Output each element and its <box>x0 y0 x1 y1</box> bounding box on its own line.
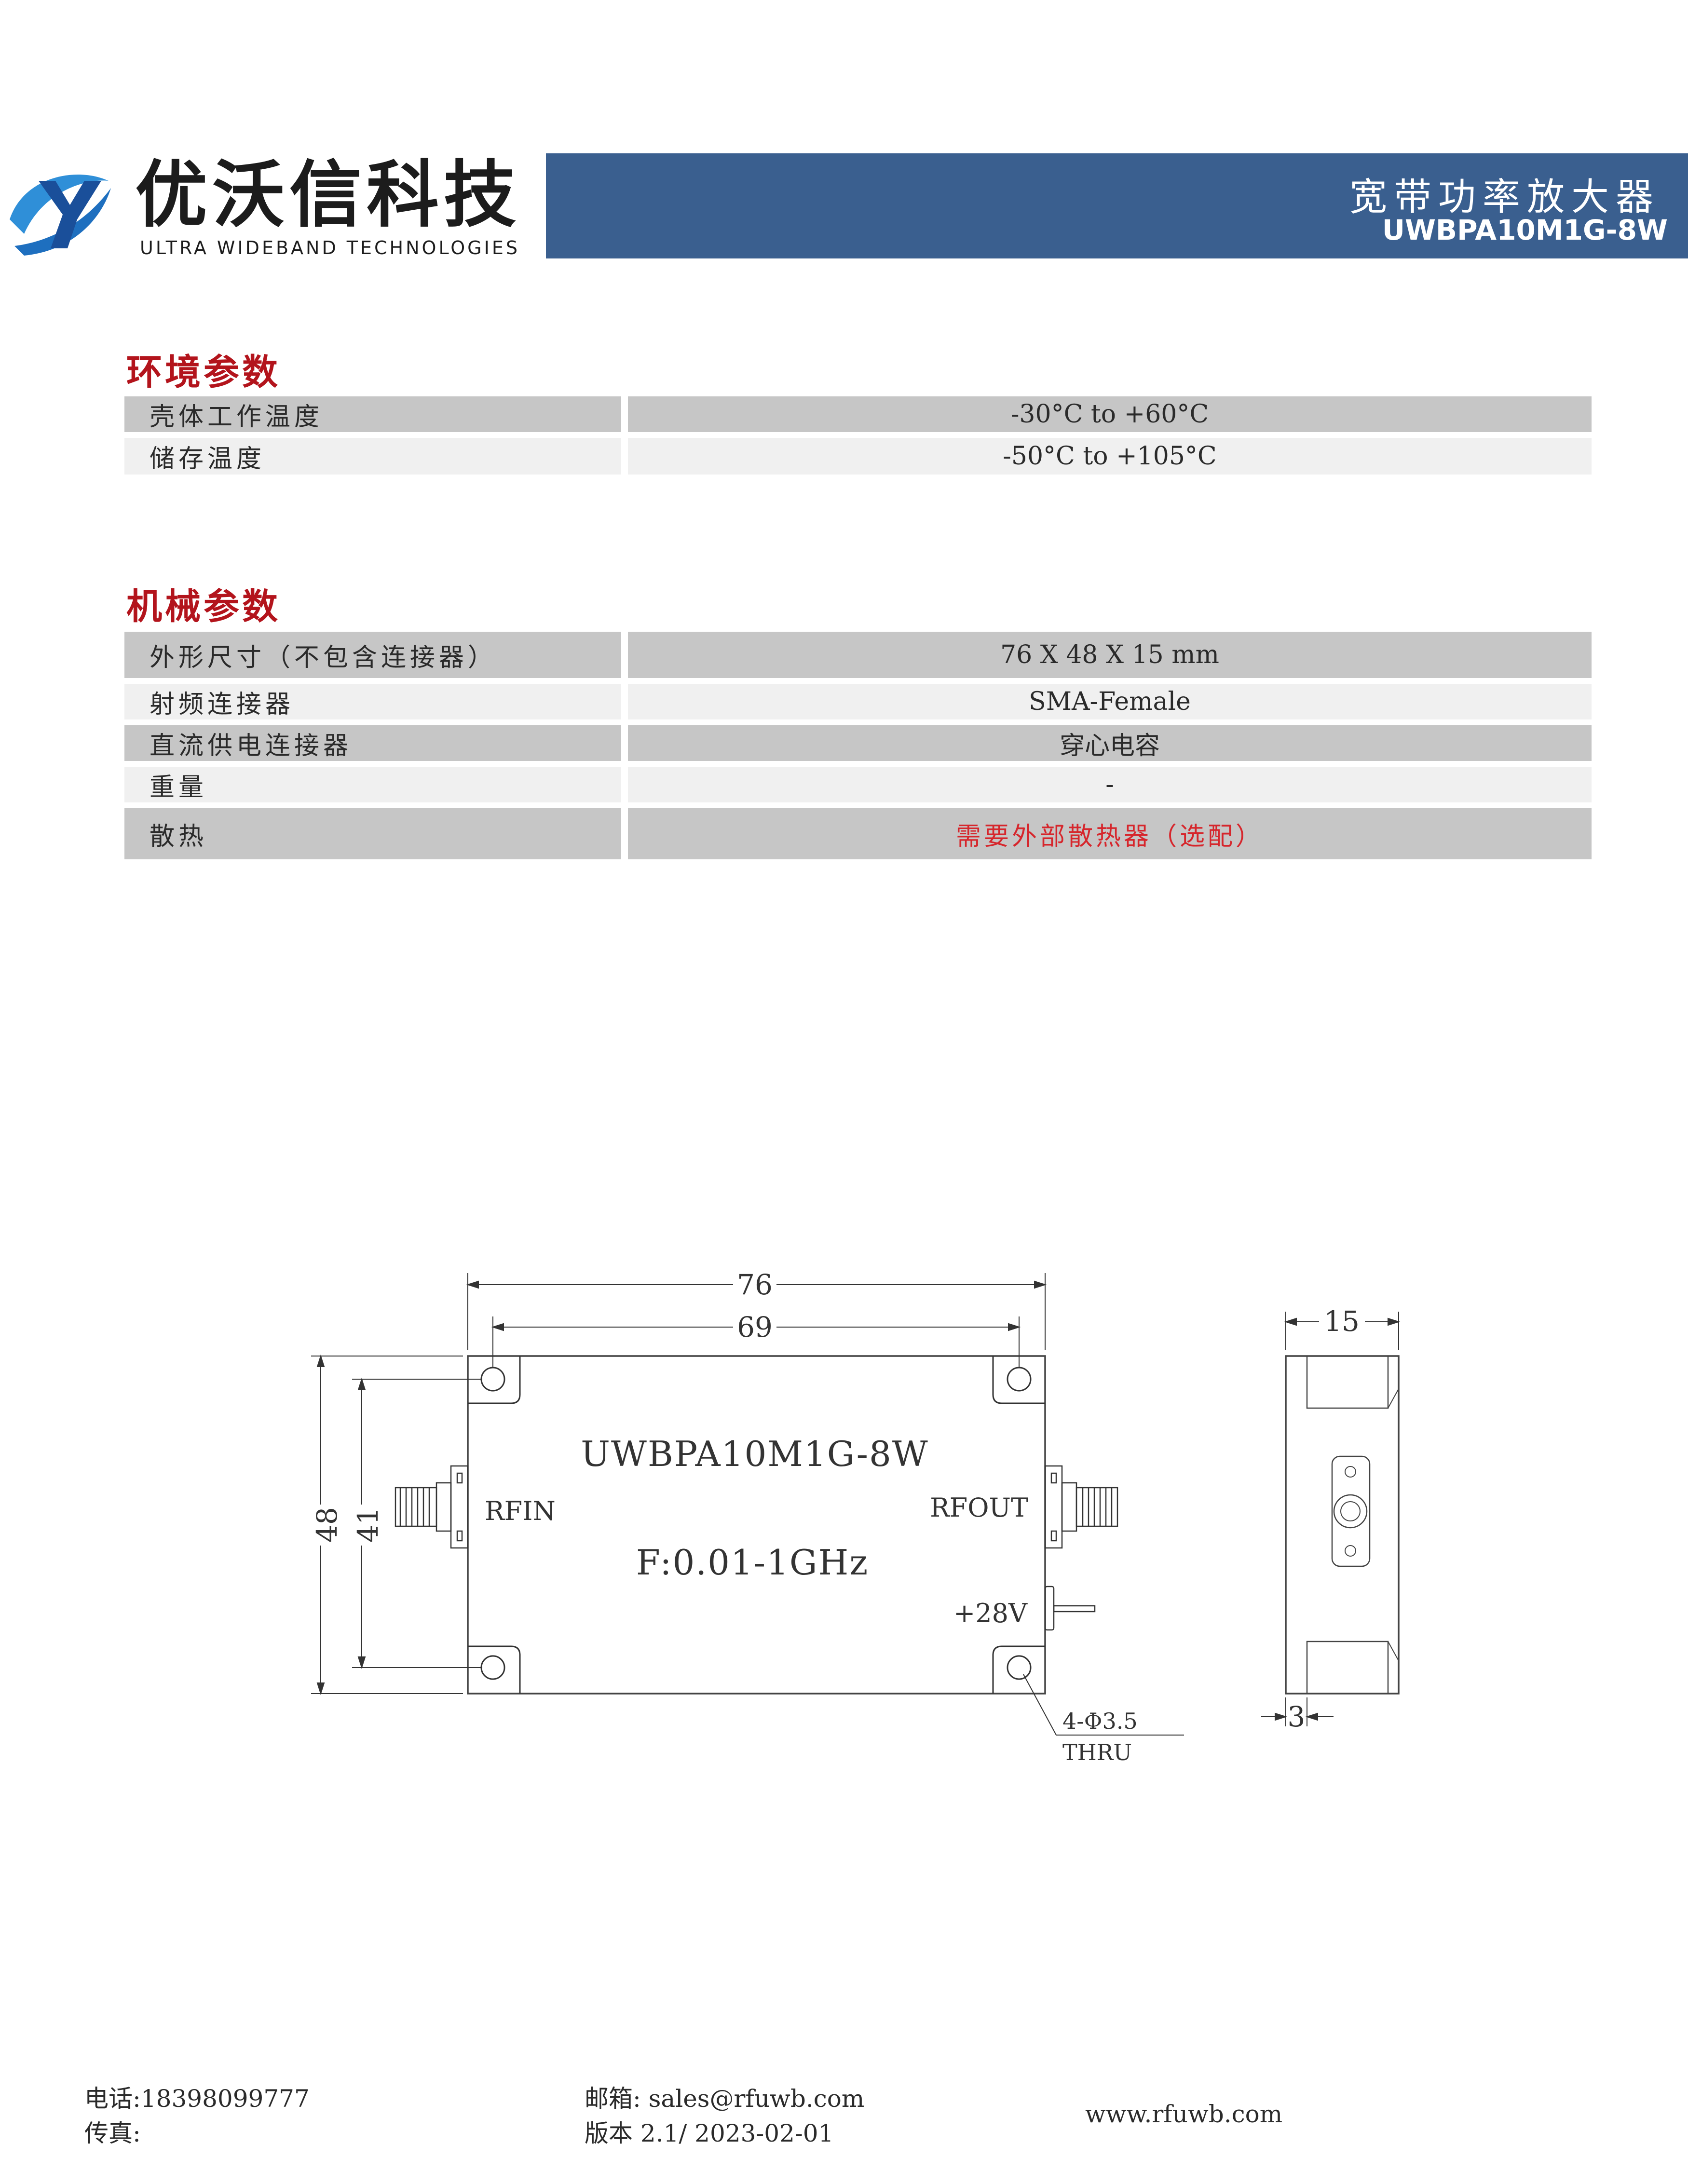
dimension-3 <box>1261 1697 1334 1726</box>
dimension-48 <box>311 1354 463 1696</box>
param-value: 76 X 48 X 15 mm <box>628 632 1592 678</box>
mechanical-section-title: 机械参数 <box>126 586 281 627</box>
param-value: -50°C to +105°C <box>628 438 1592 475</box>
param-label: 储存温度 <box>124 438 621 475</box>
dim-label-48: 48 <box>311 1507 343 1543</box>
param-value: 穿心电容 <box>628 725 1592 761</box>
mounting-hole <box>992 1645 1045 1694</box>
param-label: 射频连接器 <box>124 684 621 719</box>
mounting-hole <box>468 1645 521 1694</box>
rfin-label: RFIN <box>485 1496 556 1526</box>
footer-phone: 电话:18398099777 <box>84 2085 310 2113</box>
dim-label-41: 41 <box>352 1507 384 1543</box>
table-row: 储存温度 -50°C to +105°C <box>124 438 1592 475</box>
side-view <box>1285 1355 1400 1695</box>
dim-label-3: 3 <box>1288 1700 1306 1733</box>
holes-note-thru: THRU <box>1062 1739 1132 1765</box>
param-value: - <box>628 767 1592 802</box>
dim-label-69: 69 <box>737 1311 773 1343</box>
dimension-69 <box>491 1316 1021 1367</box>
mounting-hole <box>992 1356 1045 1404</box>
footer-fax: 传真: <box>84 2119 141 2147</box>
param-label: 重量 <box>124 767 621 802</box>
header-banner: 宽带功率放大器 UWBPA10M1G-8W <box>546 153 1688 258</box>
footer-website: www.rfuwb.com <box>1085 2100 1283 2128</box>
company-logo <box>10 174 111 256</box>
footer-email: 邮箱: sales@rfuwb.com <box>585 2085 865 2113</box>
brand-name-en: ULTRA WIDEBAND TECHNOLOGIES <box>140 237 520 258</box>
outline-drawing: 76 69 48 41 15 3 UWBPA10M1G-8W F:0.01-1G… <box>311 1268 1401 1765</box>
param-value: 需要外部散热器（选配） <box>628 808 1592 859</box>
dimension-15 <box>1284 1312 1401 1350</box>
body-frequency-label: F:0.01-1GHz <box>636 1542 869 1583</box>
table-row: 散热 需要外部散热器（选配） <box>124 808 1592 859</box>
brand-name-cn: 优沃信科技 <box>135 153 521 237</box>
param-label: 外形尺寸（不包含连接器） <box>124 632 621 678</box>
rfout-label: RFOUT <box>930 1492 1028 1523</box>
rfin-connector <box>395 1465 469 1549</box>
dc-feedthrough <box>1044 1586 1096 1631</box>
environment-section-title: 环境参数 <box>126 352 281 393</box>
hole-leader <box>1023 1674 1184 1736</box>
table-row: 射频连接器 SMA-Female <box>124 684 1592 719</box>
holes-note: 4-Φ3.5 <box>1062 1708 1138 1734</box>
environment-table: 壳体工作温度 -30°C to +60°C 储存温度 -50°C to +105… <box>124 396 1592 475</box>
product-title: 宽带功率放大器 <box>1349 176 1660 219</box>
dc-label: +28V <box>953 1598 1028 1628</box>
param-value: SMA-Female <box>628 684 1592 719</box>
param-label: 壳体工作温度 <box>124 396 621 432</box>
product-model: UWBPA10M1G-8W <box>1382 214 1668 246</box>
dimension-76 <box>466 1273 1047 1350</box>
dimension-41 <box>352 1377 482 1669</box>
table-row: 重量 - <box>124 767 1592 802</box>
table-row: 直流供电连接器 穿心电容 <box>124 725 1592 761</box>
dim-label-76: 76 <box>737 1268 773 1301</box>
table-row: 外形尺寸（不包含连接器） 76 X 48 X 15 mm <box>124 632 1592 678</box>
mechanical-table: 外形尺寸（不包含连接器） 76 X 48 X 15 mm 射频连接器 SMA-F… <box>124 632 1592 859</box>
body-model-label: UWBPA10M1G-8W <box>581 1434 929 1474</box>
dim-label-15: 15 <box>1324 1305 1360 1338</box>
param-label: 直流供电连接器 <box>124 725 621 761</box>
footer-version: 版本 2.1/ 2023-02-01 <box>585 2119 834 2147</box>
table-row: 壳体工作温度 -30°C to +60°C <box>124 396 1592 432</box>
param-label: 散热 <box>124 808 621 859</box>
param-value: -30°C to +60°C <box>628 396 1592 432</box>
rfout-connector <box>1044 1465 1118 1549</box>
